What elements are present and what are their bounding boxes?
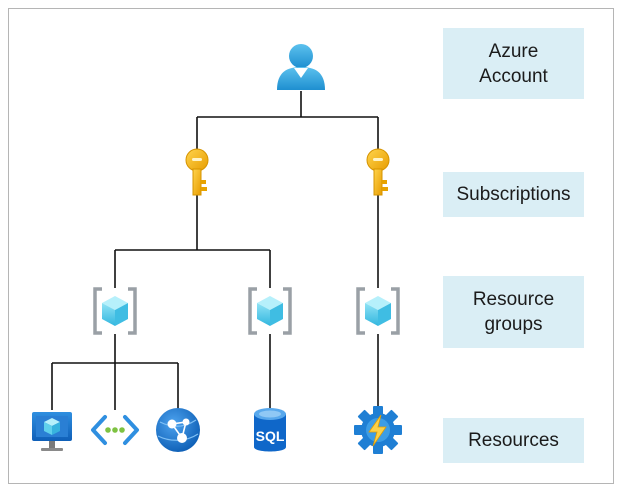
app-service-icon bbox=[156, 408, 200, 452]
level-label-resources: Resources bbox=[443, 418, 584, 463]
level-label-account: Azure Account bbox=[443, 28, 584, 99]
user-account-icon bbox=[277, 44, 325, 90]
resource-group-icon bbox=[93, 287, 137, 335]
sql-database-icon: SQL bbox=[254, 408, 286, 452]
virtual-machine-icon bbox=[32, 412, 72, 451]
resource-group-icon bbox=[248, 287, 292, 335]
connector-lines bbox=[51, 91, 379, 410]
sql-label: SQL bbox=[256, 428, 285, 444]
subscription-key-icon bbox=[366, 148, 390, 196]
function-app-icon bbox=[354, 406, 402, 454]
subscription-key-icon bbox=[185, 148, 209, 196]
virtual-network-icon bbox=[91, 415, 139, 445]
level-label-resource-groups: Resource groups bbox=[443, 276, 584, 348]
level-label-subscriptions: Subscriptions bbox=[443, 172, 584, 217]
resource-group-icon bbox=[356, 287, 400, 335]
